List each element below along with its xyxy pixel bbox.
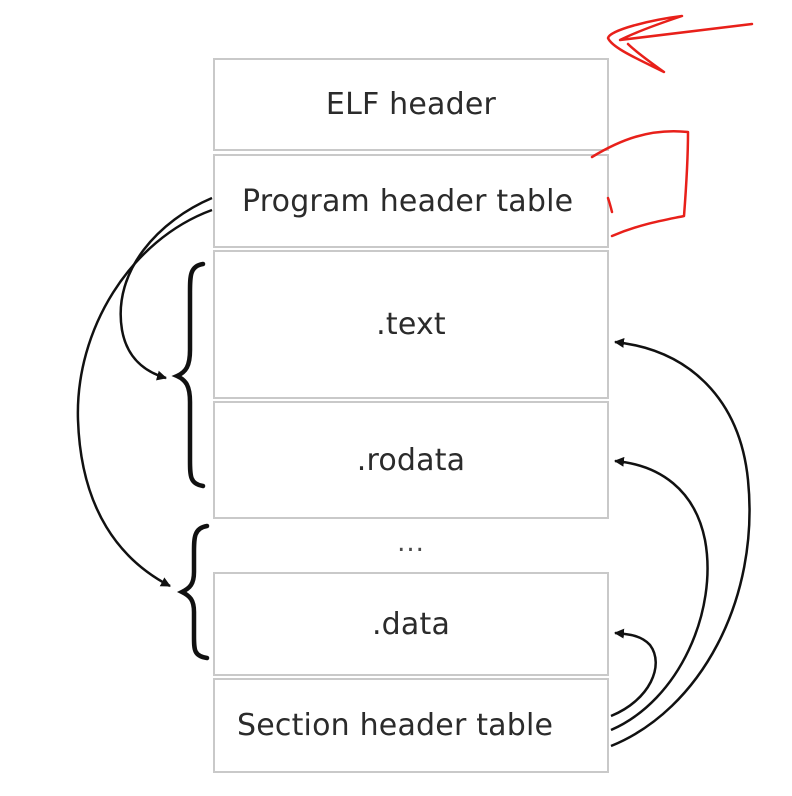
elf-header-label: ELF header — [325, 87, 497, 122]
arrow-pht-to-text-segment — [119, 196, 213, 381]
elf-header-box: ELF header — [213, 58, 609, 151]
arrow-sht-to-text — [610, 337, 751, 748]
rodata-section-label: .rodata — [356, 442, 466, 478]
arrow-pht-to-data-segment — [76, 208, 213, 588]
program-header-table-box: Program header table — [213, 154, 609, 248]
ellipsis-label: ... — [397, 528, 425, 558]
section-header-table-box: Section header table — [213, 678, 609, 773]
section-header-table-label: Section header table — [237, 708, 554, 743]
data-section-box: .data — [213, 572, 609, 676]
arrow-sht-to-rodata — [610, 456, 709, 732]
red-arrow-annotation — [606, 14, 754, 74]
text-section-box: .text — [213, 250, 609, 399]
brace-segments-top — [171, 261, 206, 489]
program-header-table-label: Program header table — [242, 183, 574, 219]
arrow-sht-to-data — [610, 628, 657, 718]
data-section-label: .data — [371, 606, 451, 642]
brace-segments-bottom — [176, 523, 210, 661]
rodata-section-box: .rodata — [213, 401, 609, 519]
text-section-label: .text — [376, 307, 446, 342]
